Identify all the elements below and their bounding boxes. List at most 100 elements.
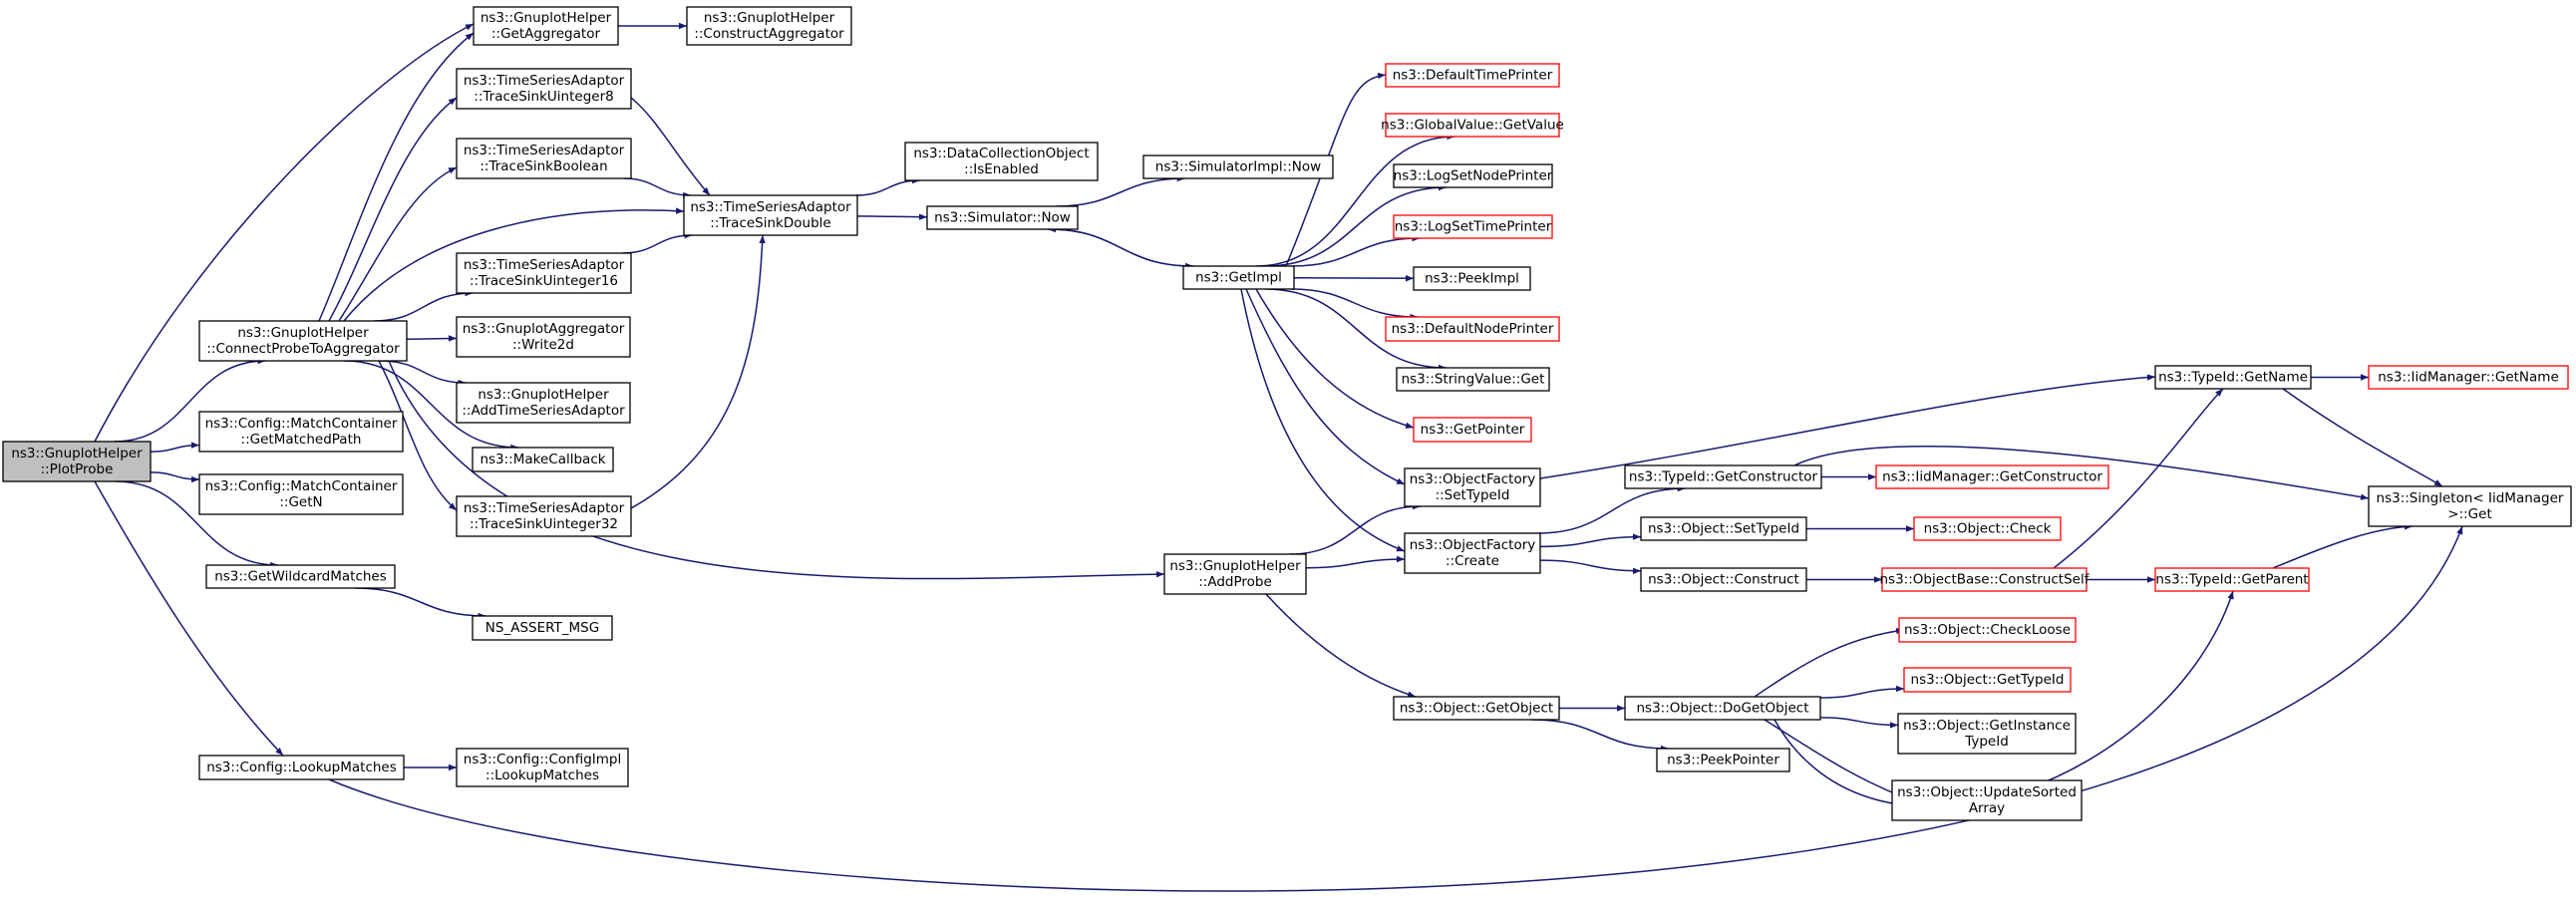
node-objcheck[interactable]: ns3::Object::Check	[1913, 516, 2062, 541]
node-box	[686, 6, 852, 46]
node-defnodeprinter[interactable]: ns3::DefaultNodePrinter	[1385, 316, 1560, 342]
node-label: ::TraceSinkUinteger16	[470, 273, 618, 289]
node-label: NS_ASSERT_MSG	[485, 620, 599, 636]
node-nsassert[interactable]: NS_ASSERT_MSG	[472, 615, 613, 641]
node-box	[1182, 265, 1295, 290]
node-label: ns3::TimeSeriesAdaptor	[464, 73, 625, 89]
node-objconstruct[interactable]: ns3::Object::Construct	[1640, 567, 1807, 592]
node-getpointer[interactable]: ns3::GetPointer	[1413, 417, 1532, 443]
node-label: ::SetTypeId	[1436, 487, 1510, 503]
node-label: ::GetAggregator	[491, 26, 600, 42]
node-getn[interactable]: ns3::Config::MatchContainer::GetN	[198, 473, 404, 515]
node-singleton[interactable]: ns3::Singleton< IidManager >::Get	[2368, 485, 2572, 527]
node-getconstructor[interactable]: ns3::TypeId::GetConstructor	[1624, 464, 1822, 489]
node-getwildcard[interactable]: ns3::GetWildcardMatches	[205, 564, 396, 589]
edge-getwildcard-to-nsassert	[354, 587, 486, 620]
node-label: ns3::TimeSeriesAdaptor	[464, 257, 625, 273]
node-box	[2154, 567, 2310, 592]
node-globalvalue[interactable]: ns3::GlobalValue::GetValue	[1381, 113, 1564, 138]
node-deftimeprinter[interactable]: ns3::DefaultTimePrinter	[1385, 63, 1560, 88]
node-stringvalue[interactable]: ns3::StringValue::Get	[1396, 367, 1550, 392]
node-label: ns3::Object::GetTypeId	[1911, 672, 2065, 688]
node-settypeid_f[interactable]: ns3::ObjectFactory::SetTypeId	[1404, 467, 1541, 507]
node-lookupmatches[interactable]: ns3::Config::LookupMatches	[198, 755, 405, 780]
node-label: ns3::TimeSeriesAdaptor	[464, 500, 625, 516]
edge-addprobe-to-getobject	[1265, 593, 1417, 698]
node-tsbool[interactable]: ns3::TimeSeriesAdaptor::TraceSinkBoolean	[456, 138, 632, 179]
node-label: ns3::ObjectFactory	[1410, 537, 1536, 553]
edge-getimpl-to-lognodeprinter	[1264, 183, 1448, 267]
node-isenabled[interactable]: ns3::DataCollectionObject::IsEnabled	[904, 142, 1099, 181]
edge-tsuint16-to-tsdouble	[621, 231, 693, 254]
node-box	[2368, 485, 2572, 527]
edge-simnow-to-simimplnow	[1055, 174, 1185, 207]
node-create[interactable]: ns3::ObjectFactory::Create	[1404, 532, 1541, 574]
node-getobject[interactable]: ns3::Object::GetObject	[1393, 696, 1560, 721]
node-getname[interactable]: ns3::TypeId::GetName	[2154, 365, 2312, 390]
node-tsdouble[interactable]: ns3::TimeSeriesAdaptor::TraceSinkDouble	[683, 194, 858, 236]
edge-dogetobject-to-objgettypeid	[1819, 685, 1905, 699]
node-box	[1891, 779, 2083, 821]
node-label: ns3::DefaultNodePrinter	[1392, 321, 1554, 337]
node-makecallback[interactable]: ns3::MakeCallback	[472, 447, 614, 472]
edge-connectprobe-to-tsdouble	[343, 207, 685, 322]
node-label: ::LookupMatches	[485, 767, 599, 783]
node-label: ns3::MakeCallback	[480, 452, 605, 467]
node-peekimpl[interactable]: ns3::PeekImpl	[1413, 266, 1531, 291]
node-peekpointer[interactable]: ns3::PeekPointer	[1656, 748, 1790, 772]
node-write2d[interactable]: ns3::GnuplotAggregator::Write2d	[456, 316, 631, 358]
node-connectprobe[interactable]: ns3::GnuplotHelper::ConnectProbeToAggreg…	[198, 320, 408, 362]
node-simnow[interactable]: ns3::Simulator::Now	[926, 205, 1079, 230]
node-box	[1393, 214, 1553, 239]
node-addtsadaptor[interactable]: ns3::GnuplotHelper::AddTimeSeriesAdaptor	[456, 382, 631, 424]
node-label: ns3::Object::CheckLoose	[1904, 622, 2071, 638]
node-label: ns3::GlobalValue::GetValue	[1381, 118, 1564, 134]
node-label: ::AddProbe	[1198, 574, 1272, 590]
node-box	[1413, 266, 1531, 291]
node-getparent[interactable]: ns3::TypeId::GetParent	[2154, 567, 2310, 592]
node-tsuint8[interactable]: ns3::TimeSeriesAdaptor::TraceSinkUintege…	[456, 68, 632, 110]
node-checkloose[interactable]: ns3::Object::CheckLoose	[1898, 617, 2077, 643]
node-box	[456, 252, 632, 294]
node-lognodeprinter[interactable]: ns3::LogSetNodePrinter	[1393, 163, 1553, 188]
node-constructaggregator[interactable]: ns3::GnuplotHelper::ConstructAggregator	[686, 6, 852, 46]
node-tsuint32[interactable]: ns3::TimeSeriesAdaptor::TraceSinkUintege…	[456, 495, 632, 537]
node-logtimeprinter[interactable]: ns3::LogSetTimePrinter	[1393, 214, 1553, 239]
edge-tsbool-to-tsdouble	[623, 177, 692, 199]
node-label: ns3::StringValue::Get	[1402, 372, 1545, 388]
node-plotprobe[interactable]: ns3::GnuplotHelper::PlotProbe	[2, 441, 152, 482]
edge-getname-to-singleton	[2282, 388, 2443, 487]
node-obj_settypeid[interactable]: ns3::Object::SetTypeId	[1640, 516, 1807, 541]
node-configimpl[interactable]: ns3::Config::ConfigImpl::LookupMatches	[456, 748, 629, 787]
node-objgettypeid[interactable]: ns3::Object::GetTypeId	[1903, 667, 2072, 693]
node-box	[2368, 365, 2569, 390]
node-label: ns3::GnuplotHelper	[478, 387, 609, 403]
node-box	[904, 142, 1099, 181]
node-label: ns3::Object::UpdateSorted	[1897, 784, 2077, 800]
node-constructself[interactable]: ns3::ObjectBase::ConstructSelf	[1880, 567, 2091, 592]
node-label: ns3::Object::Construct	[1648, 572, 1799, 588]
node-label: ns3::DataCollectionObject	[913, 146, 1089, 161]
node-dogetobject[interactable]: ns3::Object::DoGetObject	[1624, 696, 1821, 721]
edge-getconstructor-to-singleton	[1793, 446, 2370, 500]
edge-connectprobe-to-tsuint16	[374, 289, 474, 322]
node-label: ::GetN	[279, 494, 322, 510]
node-simimplnow[interactable]: ns3::SimulatorImpl::Now	[1142, 154, 1334, 179]
node-getaggregator[interactable]: ns3::GnuplotHelper::GetAggregator	[473, 6, 619, 46]
node-label: ns3::Object::GetInstance	[1903, 718, 2071, 734]
node-box	[473, 6, 619, 46]
node-iidgetname[interactable]: ns3::IidManager::GetName	[2368, 365, 2569, 390]
node-tsuint16[interactable]: ns3::TimeSeriesAdaptor::TraceSinkUintege…	[456, 252, 632, 294]
edge-tsuint32-to-tsdouble	[630, 234, 766, 509]
node-box	[456, 138, 632, 179]
node-getimpl[interactable]: ns3::GetImpl	[1182, 265, 1295, 290]
edge-connectprobe-to-addprobe	[388, 360, 1165, 580]
node-addprobe[interactable]: ns3::GnuplotHelper::AddProbe	[1163, 553, 1307, 595]
node-box	[1898, 617, 2077, 643]
node-box	[456, 68, 632, 110]
node-box	[198, 473, 404, 515]
node-getmatchedpath[interactable]: ns3::Config::MatchContainer::GetMatchedP…	[198, 411, 404, 453]
node-iidgetconstructor[interactable]: ns3::IidManager::GetConstructor	[1875, 464, 2109, 489]
